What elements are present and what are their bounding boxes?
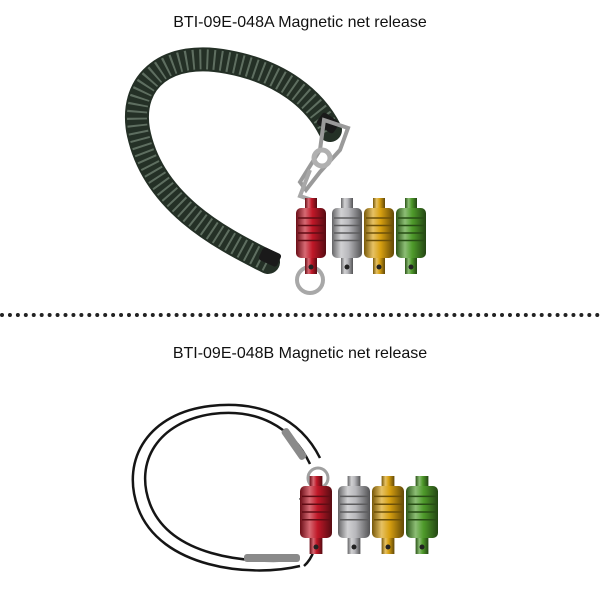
- magnetic-releases: [296, 198, 426, 274]
- magnetic-release: [372, 476, 404, 554]
- product-a-section: BTI-09E-048A Magnetic net release: [124, 14, 427, 295]
- magnetic-releases: [300, 476, 438, 554]
- coiled-lanyard: [124, 47, 342, 274]
- cord-lanyard: [131, 403, 322, 572]
- magnetic-release: [300, 476, 332, 554]
- product-b-section: BTI-09E-048B Magnetic net release: [0, 318, 600, 600]
- product-b-photo: [131, 403, 438, 572]
- magnetic-release: [338, 476, 370, 554]
- product-a-photo: [124, 47, 426, 295]
- crimp-sleeve: [281, 428, 307, 460]
- magnetic-release: [364, 198, 394, 274]
- product-b-caption: BTI-09E-048B Magnetic net release: [172, 345, 428, 362]
- dotted-divider: [0, 313, 600, 317]
- magnetic-release: [332, 198, 362, 274]
- crimp-sleeve: [244, 554, 300, 562]
- magnetic-release: [396, 198, 426, 274]
- coil-end-cap: [258, 247, 282, 267]
- magnetic-release: [406, 476, 438, 554]
- magnetic-release: [296, 198, 326, 274]
- product-a-caption: BTI-09E-048A Magnetic net release: [173, 14, 427, 31]
